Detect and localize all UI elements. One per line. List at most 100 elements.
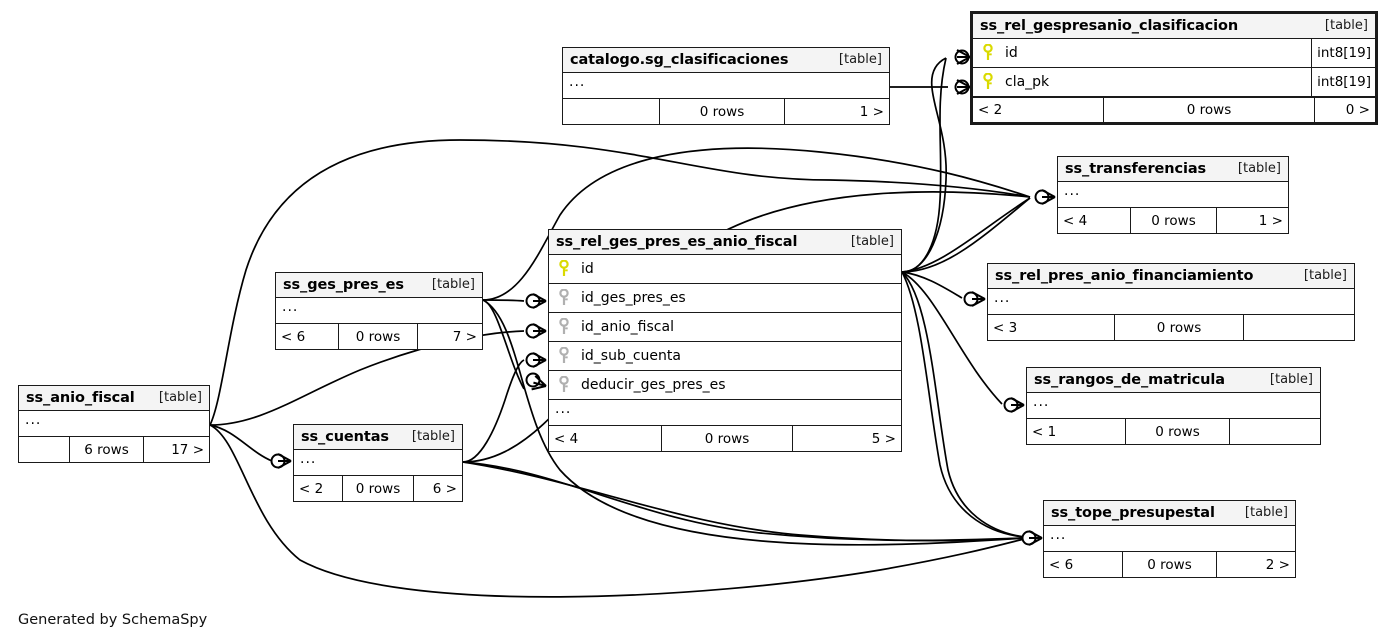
foreign-key-icon bbox=[549, 376, 576, 394]
footer-row-count: 0 rows bbox=[661, 426, 793, 451]
footer-parent-count: < 4 bbox=[1063, 212, 1088, 229]
table-type-tag: [table] bbox=[158, 390, 202, 405]
table-title-bar: ss_rangos_de_matricula [table] bbox=[1027, 368, 1320, 393]
foreign-key-icon bbox=[549, 318, 576, 336]
footer-row-count: 0 rows bbox=[1114, 315, 1244, 340]
table-footer: < 6 0 rows 2 > bbox=[1044, 552, 1295, 577]
column-name: id bbox=[1005, 45, 1018, 61]
table-footer: < 1 0 rows bbox=[1027, 419, 1320, 444]
footer-row-count: 0 rows bbox=[342, 476, 414, 501]
table-title-bar: ss_cuentas [table] bbox=[294, 425, 462, 450]
table-row[interactable]: id_anio_fiscal bbox=[549, 313, 901, 342]
table-node-ss-anio-fiscal[interactable]: ss_anio_fiscal [table] ... 6 rows 17 > bbox=[18, 385, 210, 463]
footer-parent-count: < 1 bbox=[1032, 423, 1057, 440]
table-row[interactable]: cla_pk int8[19] bbox=[973, 68, 1375, 97]
table-row[interactable]: id_ges_pres_es bbox=[549, 284, 901, 313]
table-name: ss_cuentas bbox=[301, 428, 389, 445]
table-node-ss-cuentas[interactable]: ss_cuentas [table] ... < 2 0 rows 6 > bbox=[293, 424, 463, 502]
column-type: int8[19] bbox=[1311, 68, 1375, 96]
table-node-ss-rel-ges-pres-es-anio-fiscal[interactable]: ss_rel_ges_pres_es_anio_fiscal [table] i… bbox=[548, 229, 902, 452]
collapsed-columns-row: ... bbox=[988, 289, 1354, 315]
footer-parent-count: < 6 bbox=[281, 328, 306, 345]
footer-parent-count: < 4 bbox=[554, 430, 579, 447]
table-name: ss_rel_pres_anio_financiamiento bbox=[995, 267, 1254, 284]
footer-child-count: 7 > bbox=[452, 328, 477, 345]
primary-key-icon bbox=[549, 260, 576, 278]
collapsed-columns-row: ... bbox=[549, 400, 901, 426]
collapsed-columns-row: ... bbox=[19, 411, 209, 437]
collapsed-columns-row: ... bbox=[1044, 526, 1295, 552]
table-type-tag: [table] bbox=[1244, 505, 1288, 520]
table-title-bar: catalogo.sg_clasificaciones [table] bbox=[563, 48, 889, 73]
footer-parent-count: < 3 bbox=[993, 319, 1018, 336]
table-type-tag: [table] bbox=[838, 52, 882, 67]
table-name: ss_anio_fiscal bbox=[26, 389, 135, 406]
table-footer: < 2 0 rows 0 > bbox=[973, 97, 1375, 122]
column-name: id_ges_pres_es bbox=[581, 290, 686, 306]
table-node-ss-tope-presupestal[interactable]: ss_tope_presupestal [table] ... < 6 0 ro… bbox=[1043, 500, 1296, 578]
table-row[interactable]: id bbox=[549, 255, 901, 284]
foreign-key-icon bbox=[549, 347, 576, 365]
table-name: ss_transferencias bbox=[1065, 160, 1207, 177]
primary-key-icon bbox=[973, 44, 1000, 62]
table-node-ss-rangos-de-matricula[interactable]: ss_rangos_de_matricula [table] ... < 1 0… bbox=[1026, 367, 1321, 445]
table-type-tag: [table] bbox=[1324, 18, 1368, 33]
table-node-catalogo-sg-clasificaciones[interactable]: catalogo.sg_clasificaciones [table] ... … bbox=[562, 47, 890, 125]
table-title-bar: ss_ges_pres_es [table] bbox=[276, 273, 482, 298]
table-node-ss-transferencias[interactable]: ss_transferencias [table] ... < 4 0 rows… bbox=[1057, 156, 1289, 234]
footer-row-count: 0 rows bbox=[659, 99, 785, 124]
collapsed-columns-row: ... bbox=[276, 298, 482, 324]
table-type-tag: [table] bbox=[1303, 268, 1347, 283]
primary-key-icon bbox=[973, 73, 1000, 91]
generator-credit: Generated by SchemaSpy bbox=[18, 612, 208, 628]
footer-row-count: 0 rows bbox=[1122, 552, 1217, 577]
table-type-tag: [table] bbox=[1269, 372, 1313, 387]
table-type-tag: [table] bbox=[850, 234, 894, 249]
table-type-tag: [table] bbox=[1237, 161, 1281, 176]
footer-parent-count bbox=[563, 99, 659, 124]
column-name: cla_pk bbox=[1005, 74, 1050, 90]
footer-child-count: 5 > bbox=[871, 430, 896, 447]
table-title-bar: ss_rel_pres_anio_financiamiento [table] bbox=[988, 264, 1354, 289]
foreign-key-icon bbox=[549, 289, 576, 307]
table-footer: < 2 0 rows 6 > bbox=[294, 476, 462, 501]
footer-child-count: 6 > bbox=[432, 480, 457, 497]
footer-parent-count bbox=[19, 437, 69, 462]
column-name: id bbox=[581, 261, 594, 277]
table-title-bar: ss_rel_gespresanio_clasificacion [table] bbox=[973, 14, 1375, 39]
footer-child-count: 2 > bbox=[1265, 556, 1290, 573]
table-node-ss-rel-pres-anio-financiamiento[interactable]: ss_rel_pres_anio_financiamiento [table] … bbox=[987, 263, 1355, 341]
table-title-bar: ss_transferencias [table] bbox=[1058, 157, 1288, 182]
footer-row-count: 0 rows bbox=[1103, 98, 1315, 122]
collapsed-columns-row: ... bbox=[1027, 393, 1320, 419]
table-title-bar: ss_rel_ges_pres_es_anio_fiscal [table] bbox=[549, 230, 901, 255]
table-type-tag: [table] bbox=[431, 277, 475, 292]
table-node-ss-ges-pres-es[interactable]: ss_ges_pres_es [table] ... < 6 0 rows 7 … bbox=[275, 272, 483, 350]
footer-child-count: 0 > bbox=[1345, 102, 1370, 118]
table-row[interactable]: id_sub_cuenta bbox=[549, 342, 901, 371]
table-row[interactable]: deducir_ges_pres_es bbox=[549, 371, 901, 400]
footer-parent-count: < 2 bbox=[978, 102, 1003, 118]
table-name: ss_rel_gespresanio_clasificacion bbox=[980, 17, 1239, 34]
column-type: int8[19] bbox=[1311, 39, 1375, 67]
table-footer: < 4 0 rows 1 > bbox=[1058, 208, 1288, 233]
column-name: deducir_ges_pres_es bbox=[581, 377, 726, 393]
column-name: id_anio_fiscal bbox=[581, 319, 674, 335]
table-footer: 0 rows 1 > bbox=[563, 99, 889, 124]
footer-child-count: 1 > bbox=[859, 103, 884, 120]
table-footer: < 4 0 rows 5 > bbox=[549, 426, 901, 451]
footer-child-count: 1 > bbox=[1258, 212, 1283, 229]
collapsed-columns-row: ... bbox=[1058, 182, 1288, 208]
table-footer: < 3 0 rows bbox=[988, 315, 1354, 340]
footer-child-count bbox=[1244, 315, 1354, 340]
footer-row-count: 0 rows bbox=[1125, 419, 1230, 444]
table-node-ss-rel-gespresanio-clasificacion[interactable]: ss_rel_gespresanio_clasificacion [table]… bbox=[970, 11, 1378, 125]
table-row[interactable]: id int8[19] bbox=[973, 39, 1375, 68]
table-title-bar: ss_tope_presupestal [table] bbox=[1044, 501, 1295, 526]
table-name: ss_rangos_de_matricula bbox=[1034, 371, 1225, 388]
table-name: ss_tope_presupestal bbox=[1051, 504, 1215, 521]
table-footer: 6 rows 17 > bbox=[19, 437, 209, 462]
column-name: id_sub_cuenta bbox=[581, 348, 681, 364]
footer-row-count: 0 rows bbox=[1130, 208, 1217, 233]
